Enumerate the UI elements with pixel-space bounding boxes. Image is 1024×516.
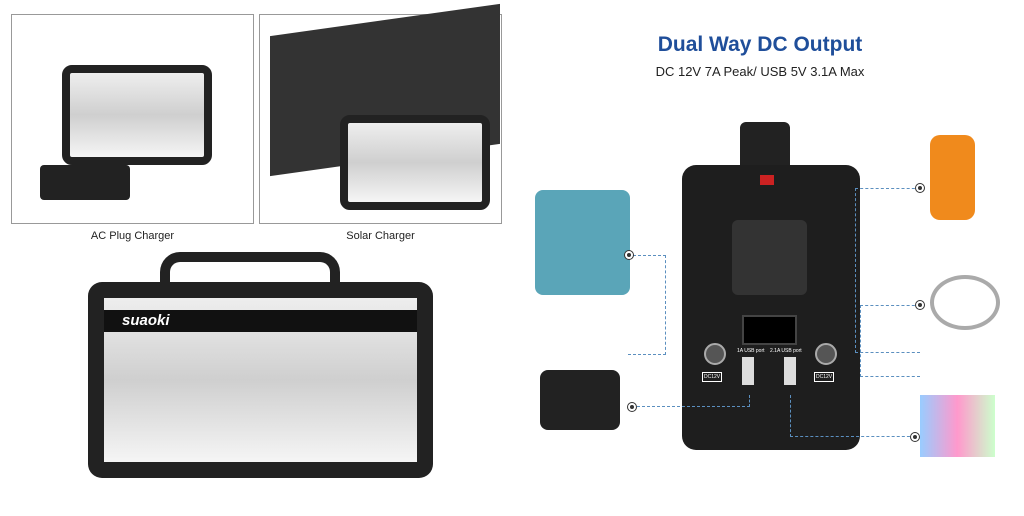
usb-label-2: 2.1A USB port [770, 348, 802, 354]
device-front-view: DC12V DC12V 1A USB port 2.1A USB port [682, 165, 860, 450]
connector-shower [860, 305, 920, 377]
camera-image [540, 370, 620, 430]
connector-dot [916, 184, 924, 192]
ac-charger-product-image [62, 65, 212, 165]
section-subtitle: DC 12V 7A Peak/ USB 5V 3.1A Max [655, 64, 865, 79]
ac-adapter-image [40, 165, 130, 200]
connector-dot [916, 301, 924, 309]
brand-logo: suaoki [122, 312, 170, 329]
usb-port-1 [742, 357, 754, 385]
brand-strip: suaoki [104, 310, 417, 332]
dc-label-right: DC12V [814, 372, 835, 382]
dc-port-right [815, 343, 837, 365]
connector-dot [911, 433, 919, 441]
usb-port-2 [784, 357, 796, 385]
ac-charger-caption: AC Plug Charger [90, 230, 175, 242]
connector-dot [628, 403, 636, 411]
ac-charger-panel [11, 14, 254, 224]
lantern-image [930, 135, 975, 220]
connector-camera [632, 395, 750, 407]
usb-label-1: 1A USB port [737, 348, 765, 354]
product-handle [160, 252, 340, 292]
phones-tablets-image [920, 395, 995, 457]
main-product-image: suaoki [88, 282, 433, 478]
cooler-image [535, 190, 630, 295]
connector-phones [790, 395, 915, 437]
connector-cooler [628, 255, 666, 355]
connector-dot [625, 251, 633, 259]
ac-outlet [732, 220, 807, 295]
shower-pump-image [930, 275, 1000, 330]
dc-label-left: DC12V [702, 372, 723, 382]
connector-lantern [855, 188, 920, 353]
car-socket [742, 315, 797, 345]
solar-charger-product-image [340, 115, 490, 210]
power-switch [760, 175, 774, 185]
device-handle [740, 122, 790, 172]
dc-port-left [704, 343, 726, 365]
solar-charger-panel [259, 3, 502, 224]
section-title: Dual Way DC Output [657, 33, 863, 56]
solar-charger-caption: Solar Charger [346, 230, 415, 242]
